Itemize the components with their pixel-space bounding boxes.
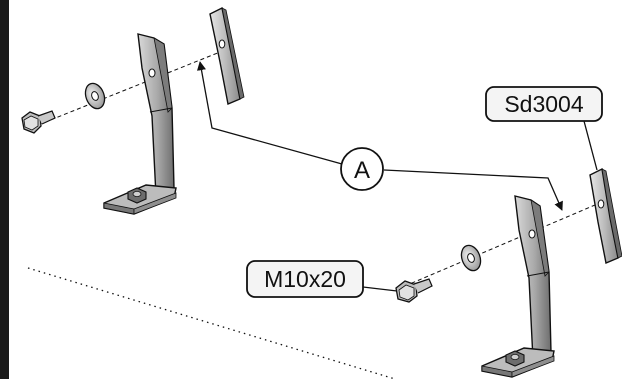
callout-leader-right [383,169,563,211]
part-number-tag: Sd3004 [485,86,603,171]
bolt-right [395,278,433,303]
bracket-right [481,195,555,378]
bolt-spec-tag: M10x20 [246,260,398,298]
part-number-leader [583,120,598,171]
washer-right [460,244,482,272]
mounting-plate-left [209,6,245,105]
callout-a-label: A [354,157,370,184]
callout-a-badge: A [340,147,384,191]
part-number-text: Sd3004 [504,91,584,117]
washer-left [84,82,106,110]
frame-edge-bar [0,0,9,379]
mounting-plate-right [589,167,622,264]
assembly-axis-right [404,201,603,287]
bolt-spec-text: M10x20 [264,266,346,292]
bolt-spec-leader [362,286,398,292]
bracket-left [103,33,177,215]
assembly-axis-left [37,51,221,126]
floor-dotted-line [27,267,396,379]
callout-leader-left [196,61,343,165]
bolt-left [21,110,56,134]
